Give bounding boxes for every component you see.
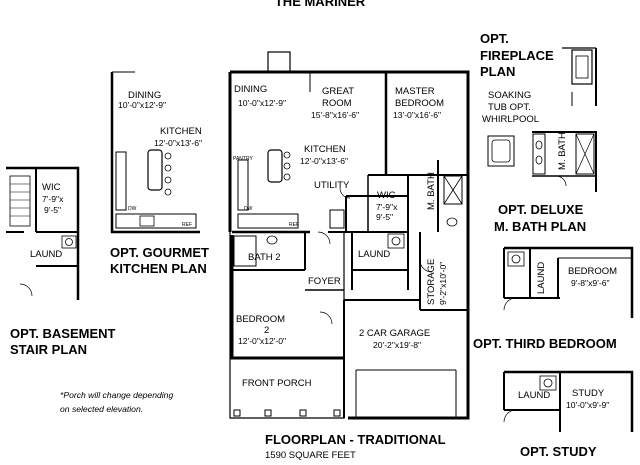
gourmet-kitchen-labels: DINING 10'-0"x12'-9" KITCHEN 12'-0"x13'-… [110, 90, 209, 276]
kitchen-label: KITCHEN [304, 144, 346, 155]
main-floorplan-labels: DINING 10'-0"x12'-9" GREAT ROOM 15'-8"x1… [233, 84, 448, 461]
third-bedroom-plan [503, 246, 634, 318]
deluxe-note-3: WHIRLPOOL [482, 114, 539, 125]
storage-label: STORAGE [426, 259, 437, 305]
garage-dims: 20'-2"x19'-8" [373, 340, 421, 350]
wic-dims-1: 7'-9"x [376, 202, 398, 212]
master-bedroom-label-2: BEDROOM [395, 98, 444, 109]
third-bedroom-laund-label: LAUND [536, 262, 547, 294]
basement-title-2: STAIR PLAN [10, 342, 87, 357]
deluxe-title-2: M. BATH PLAN [494, 219, 586, 234]
basement-wic-dims-1: 7'-9"x [42, 194, 64, 204]
bedroom2-number: 2 [264, 325, 269, 336]
master-bedroom-label-1: MASTER [395, 86, 435, 97]
master-bedroom-dims: 13'-0"x16'-6" [393, 110, 441, 120]
wic-label: WIC [377, 190, 396, 201]
dining-label: DINING [234, 84, 267, 95]
front-porch-label: FRONT PORCH [242, 378, 312, 389]
great-room-dims: 15'-8"x16'-6" [311, 110, 359, 120]
bedroom2-wall [230, 235, 344, 360]
porch-note-2: on selected elevation. [60, 404, 143, 414]
utility-label: UTILITY [314, 180, 350, 191]
deluxe-bath-labels: SOAKING TUB OPT. WHIRLPOOL M. BATH OPT. … [482, 90, 586, 234]
gourmet-title-2: KITCHEN PLAN [110, 261, 207, 276]
bedroom2-label: BEDROOM [236, 314, 285, 325]
basement-stair-plan [6, 166, 80, 300]
chimney [267, 51, 291, 73]
bedroom2-dims: 12'-0"x12'-0" [238, 336, 286, 346]
ref-label: REF [289, 222, 299, 228]
dw-label: DW [244, 206, 253, 212]
floorplan-subtitle: 1590 SQUARE FEET [265, 450, 356, 460]
gourmet-ref-label: REF [182, 222, 192, 228]
great-room-label-2: ROOM [322, 98, 352, 109]
great-room-label-1: GREAT [322, 86, 354, 97]
gourmet-kitchen-label: KITCHEN [160, 126, 202, 137]
storage-dims: 9'-2"x10'-0" [438, 262, 448, 305]
exterior-wall [230, 70, 470, 420]
fireplace-plan [562, 47, 597, 106]
third-bedroom-title: OPT. THIRD BEDROOM [473, 336, 617, 351]
third-bedroom-label: BEDROOM [568, 266, 617, 277]
fireplace-title-1: OPT. [480, 31, 509, 46]
foyer-label: FOYER [308, 276, 341, 287]
study-dims: 10'-0"x9'-9" [566, 400, 609, 410]
deluxe-m-bath-label: M. BATH [557, 132, 568, 170]
dining-dims: 10'-0"x12'-9" [238, 98, 286, 108]
pantry-label: PANTRY [233, 156, 253, 162]
fireplace-title-3: PLAN [480, 64, 515, 79]
gourmet-dining-dims: 10'-0"x12'-9" [118, 100, 166, 110]
fireplace-title-2: FIREPLACE [480, 48, 554, 63]
third-bedroom-dims: 9'-8"x9'-6" [571, 278, 610, 288]
gourmet-dining-label: DINING [128, 90, 161, 101]
m-bath-label: M. BATH [426, 172, 437, 210]
basement-title-1: OPT. BASEMENT [10, 326, 116, 341]
study-label: STUDY [572, 388, 605, 399]
study-plan [503, 370, 634, 432]
deluxe-note-2: TUB OPT. [488, 102, 531, 113]
study-labels: LAUND STUDY 10'-0"x9'-9" OPT. STUDY [518, 388, 609, 459]
gourmet-kitchen-dims: 12'-0"x13'-6" [154, 138, 202, 148]
gourmet-kitchen-plan [110, 71, 200, 234]
main-floorplan [228, 51, 470, 420]
basement-wic-label: WIC [42, 182, 61, 193]
garage-label: 2 CAR GARAGE [359, 328, 430, 339]
basement-stair-labels: WIC 7'-9"x 9'-5" LAUND OPT. BASEMENT STA… [10, 182, 116, 357]
bath2-label: BATH 2 [248, 252, 281, 263]
study-laund-label: LAUND [518, 390, 550, 401]
kitchen-dims: 12'-0"x13'-6" [300, 156, 348, 166]
laund-label: LAUND [358, 249, 390, 260]
gourmet-title-1: OPT. GOURMET [110, 245, 209, 260]
study-title: OPT. STUDY [520, 444, 597, 459]
gourmet-dw-label: DW [128, 206, 137, 212]
porch-note-1: *Porch will change depending [60, 390, 173, 400]
basement-wic-dims-2: 9'-5" [44, 205, 61, 215]
third-bedroom-labels: LAUND BEDROOM 9'-8"x9'-6" OPT. THIRD BED… [473, 262, 617, 351]
deluxe-note-1: SOAKING [488, 90, 531, 101]
sheet-heading: THE MARINER [275, 0, 366, 9]
basement-laund-label: LAUND [30, 249, 62, 260]
fireplace-labels: OPT. FIREPLACE PLAN [480, 31, 554, 79]
wic-dims-2: 9'-5" [376, 212, 393, 222]
deluxe-title-1: OPT. DELUXE [498, 202, 584, 217]
floorplan-title: FLOORPLAN - TRADITIONAL [265, 432, 446, 447]
deluxe-bath-plan [487, 131, 597, 192]
